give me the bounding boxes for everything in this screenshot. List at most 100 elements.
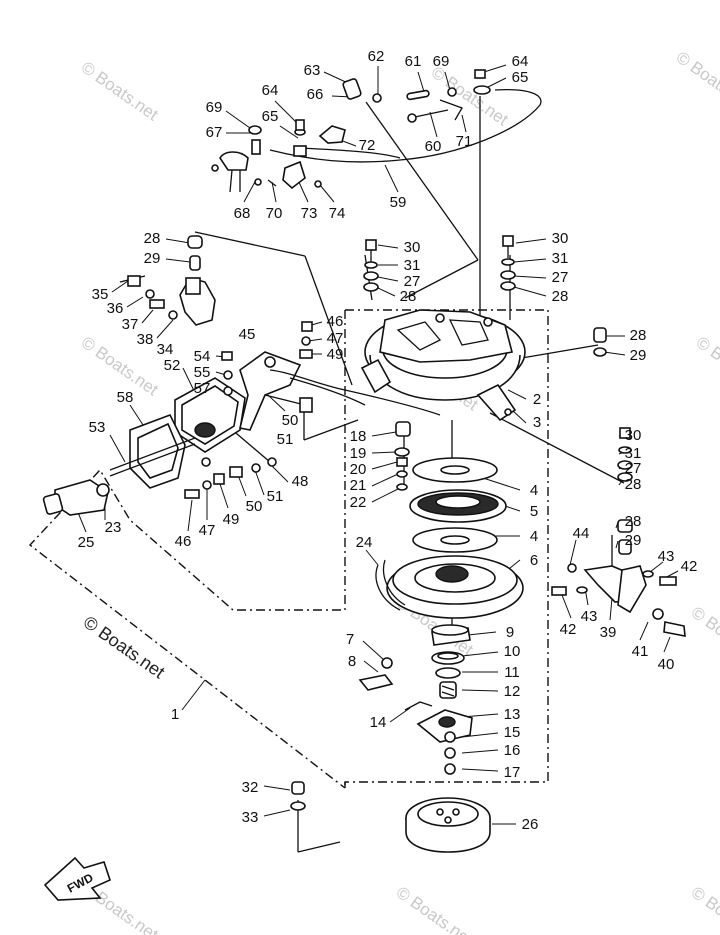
- washer-43: [642, 570, 654, 578]
- washer-69b: [248, 125, 262, 135]
- callout-34: 34: [157, 341, 174, 358]
- washer-65: [473, 85, 491, 95]
- nut-49b: [213, 473, 225, 485]
- callout-3: 3: [533, 414, 541, 431]
- drive-parts: [358, 624, 473, 775]
- watermark: © Boats.net: [688, 603, 720, 670]
- callout-17: 17: [504, 764, 521, 781]
- bolt-37: [149, 299, 165, 309]
- watermarks: © Boats.net © Boats.net © Boats.net © Bo…: [78, 48, 720, 935]
- callout-36: 36: [107, 300, 124, 317]
- callout-43: 43: [658, 548, 675, 565]
- watermark: © Boats.net: [80, 612, 169, 682]
- pin-61: [406, 89, 430, 101]
- callout-2: 2: [533, 391, 541, 408]
- callout-41: 41: [632, 643, 649, 660]
- callout-24: 24: [356, 534, 373, 551]
- callout-1: 1: [171, 706, 179, 723]
- starter-handle-assembly: [42, 351, 246, 516]
- washer-11: [435, 667, 461, 679]
- recoil-internals: [375, 457, 524, 619]
- nut-49: [299, 349, 313, 359]
- callout-66: 66: [307, 86, 324, 103]
- bolt-32: [291, 781, 305, 795]
- callout-31: 31: [552, 250, 569, 267]
- watermark: © Boats.net: [393, 883, 477, 935]
- callout-42: 42: [681, 558, 698, 575]
- callout-27: 27: [404, 273, 421, 290]
- callout-62: 62: [368, 48, 385, 65]
- bolt-54: [221, 351, 233, 361]
- callout-8: 8: [348, 653, 356, 670]
- callout-63: 63: [304, 62, 321, 79]
- callout-46: 46: [175, 533, 192, 550]
- callout-51: 51: [267, 488, 284, 505]
- callout-58: 58: [117, 389, 134, 406]
- callout-47: 47: [327, 330, 344, 347]
- callout-26: 26: [522, 816, 539, 833]
- callout-6: 6: [530, 552, 538, 569]
- callout-15: 15: [504, 724, 521, 741]
- callout-40: 40: [658, 656, 675, 673]
- washer-36: [145, 289, 155, 299]
- washer-47: [301, 336, 311, 346]
- callout-30: 30: [552, 230, 569, 247]
- callout-51: 51: [277, 431, 294, 448]
- nut-62: [372, 93, 382, 103]
- nut-38: [168, 310, 178, 320]
- callout-5: 5: [530, 503, 538, 520]
- watermark: © Boats.net: [693, 333, 720, 400]
- callout-31: 31: [625, 445, 642, 462]
- lockout-assembly: [551, 563, 686, 637]
- callout-21: 21: [350, 477, 367, 494]
- callout-60: 60: [425, 138, 442, 155]
- bolt-46: [301, 321, 313, 332]
- callout-67: 67: [206, 124, 223, 141]
- leader-lines: [74, 64, 679, 853]
- callout-74: 74: [329, 205, 346, 222]
- callout-12: 12: [504, 683, 521, 700]
- callout-50: 50: [246, 498, 263, 515]
- bolt-64: [474, 69, 486, 79]
- callout-29: 29: [630, 347, 647, 364]
- callout-37: 37: [122, 316, 139, 333]
- callout-30: 30: [404, 239, 421, 256]
- washer-69: [447, 87, 457, 97]
- watermark: © Boats.net: [673, 48, 720, 115]
- callout-61: 61: [405, 53, 422, 70]
- callout-68: 68: [234, 205, 251, 222]
- nut-3: [504, 408, 512, 416]
- bolt-40: [663, 621, 686, 637]
- callout-69: 69: [433, 53, 450, 70]
- holder-72: [318, 125, 346, 144]
- callout-39: 39: [600, 624, 617, 641]
- callout-65: 65: [512, 69, 529, 86]
- callout-18: 18: [350, 428, 367, 445]
- callout-52: 52: [164, 357, 181, 374]
- callout-64: 64: [262, 82, 279, 99]
- watermark: © Boats.net: [78, 58, 162, 125]
- fwd-arrow: FWD: [43, 856, 111, 901]
- callout-13: 13: [504, 706, 521, 723]
- callout-48: 48: [292, 473, 309, 490]
- washer-47b: [202, 480, 212, 490]
- nut-56: [201, 457, 211, 467]
- callout-28: 28: [625, 513, 642, 530]
- callout-19: 19: [350, 445, 367, 462]
- washer-43b: [576, 586, 588, 594]
- callout-73: 73: [301, 205, 318, 222]
- pawl-8: [358, 674, 394, 691]
- callout-47: 47: [199, 522, 216, 539]
- lever-bracket: [219, 151, 249, 171]
- callout-27: 27: [552, 269, 569, 286]
- callout-25: 25: [78, 534, 95, 551]
- callout-46: 46: [327, 313, 344, 330]
- linkage-assembly: [184, 321, 441, 499]
- callout-70: 70: [266, 205, 283, 222]
- callout-28: 28: [552, 288, 569, 305]
- nut-16: [444, 747, 456, 759]
- callout-14: 14: [370, 714, 387, 731]
- callout-57: 57: [194, 380, 211, 397]
- bolt-64b: [293, 145, 307, 157]
